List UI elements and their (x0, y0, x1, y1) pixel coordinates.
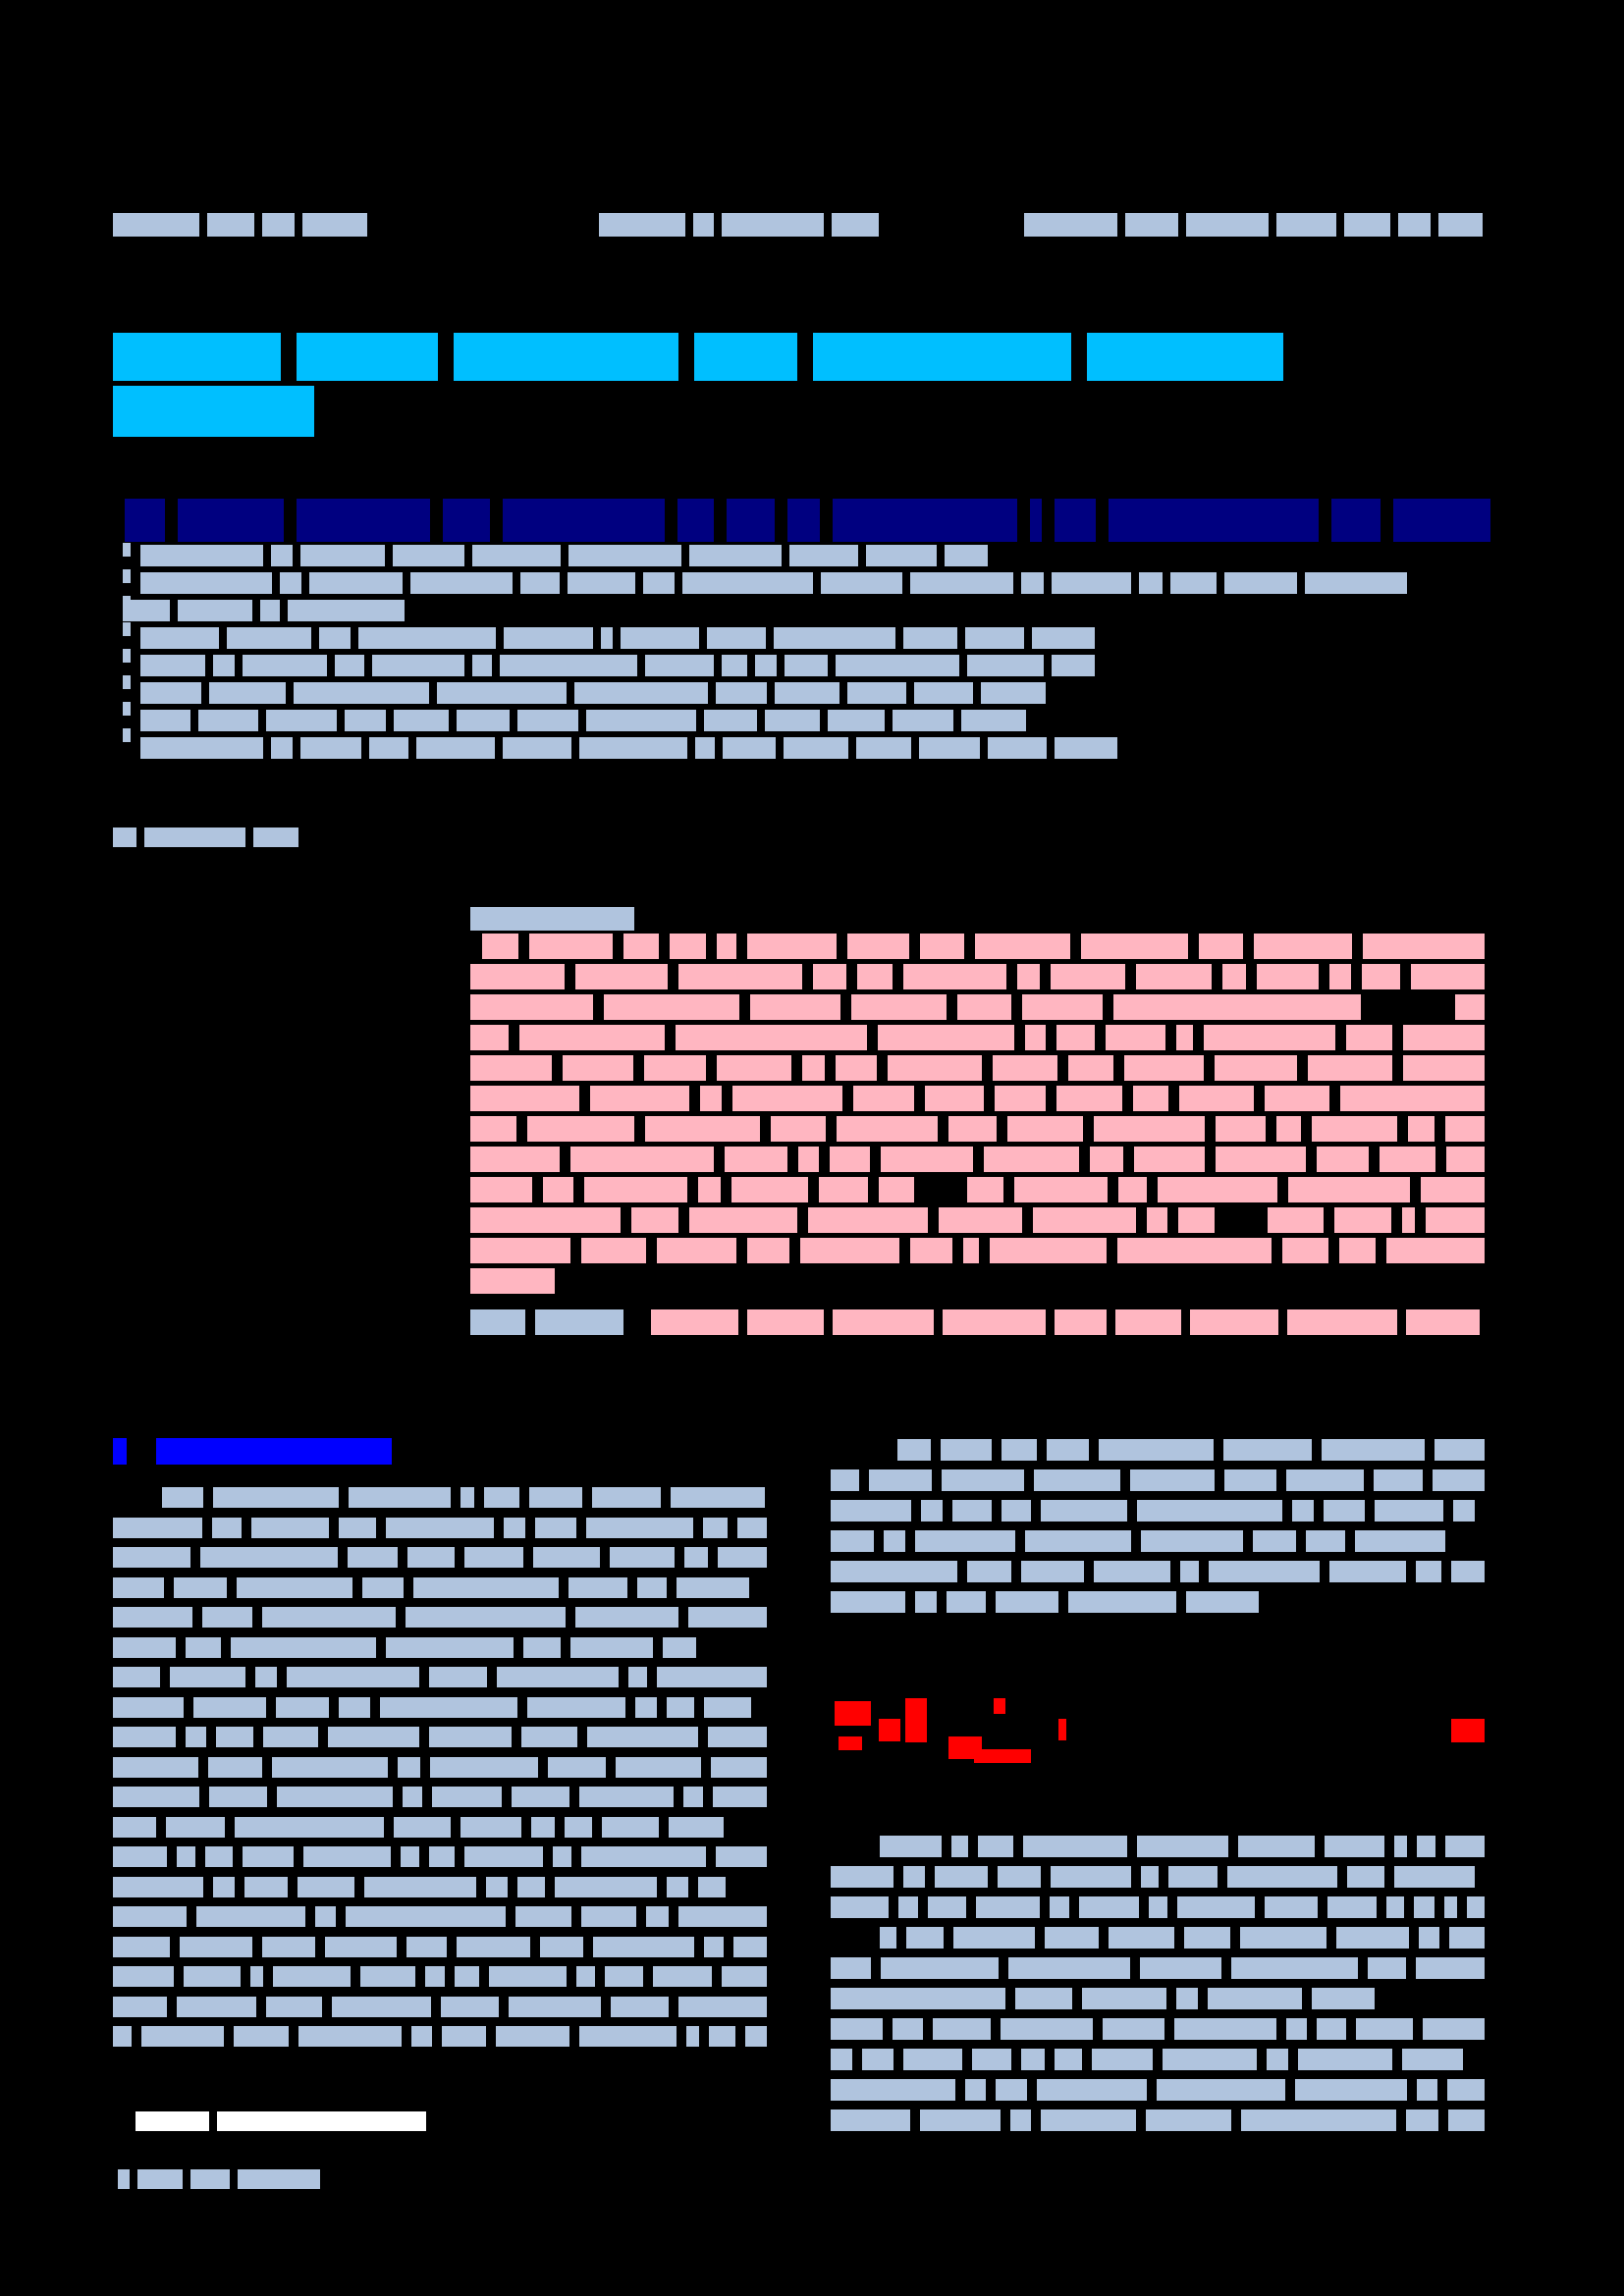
abstract-heading (470, 907, 634, 931)
section-heading (113, 1438, 393, 1465)
author-list (125, 499, 1504, 542)
keywords-line (113, 828, 304, 847)
header-left (113, 213, 368, 237)
emphasis-line (835, 1696, 1485, 1765)
header-right (1024, 213, 1484, 237)
footer-note (118, 2169, 328, 2189)
running-header (113, 213, 1484, 237)
right-column-top (831, 1439, 1486, 1614)
right-column-bottom (831, 1836, 1486, 2134)
header-center (599, 213, 893, 237)
footnote-rule (135, 2111, 426, 2131)
paper-title (113, 333, 1306, 437)
left-column-body (113, 1487, 768, 2048)
abstract-footer (470, 1309, 1480, 1335)
abstract-body (470, 934, 1486, 1294)
emphasis-line-text (835, 1696, 836, 1697)
affiliations (123, 543, 1409, 759)
